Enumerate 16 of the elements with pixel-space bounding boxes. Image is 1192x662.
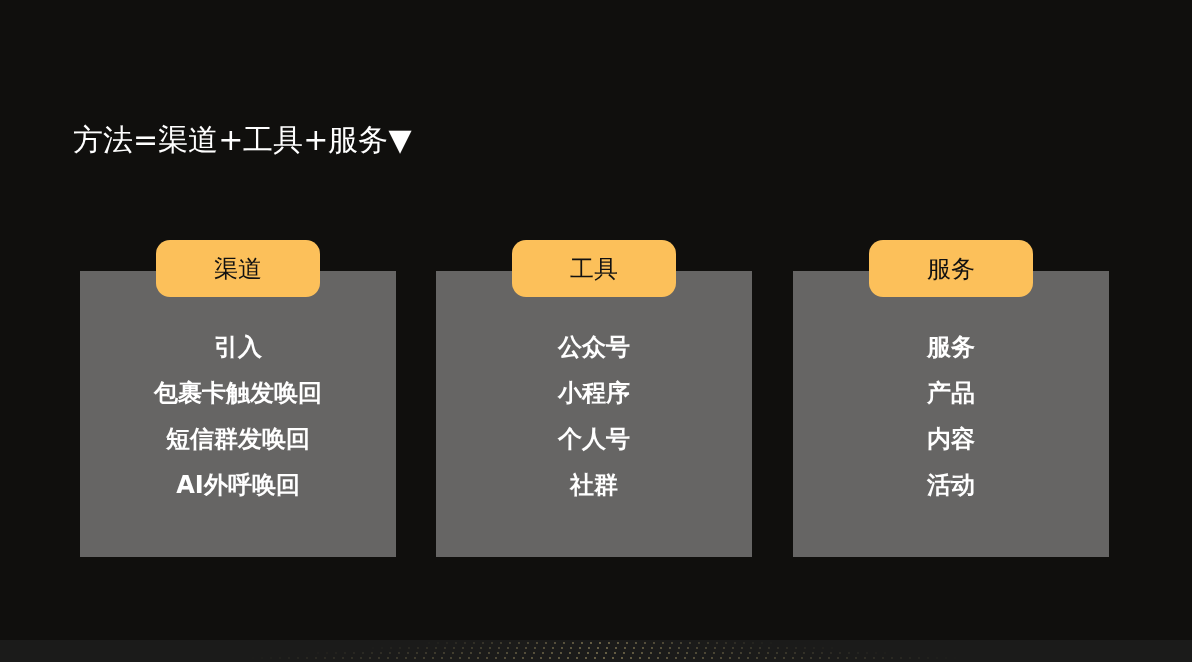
list-item-text: 包裹卡触发唤回 bbox=[154, 378, 322, 408]
list-item-text: AI外呼唤回 bbox=[176, 470, 300, 500]
list-item-text: 产品 bbox=[927, 378, 975, 408]
list-item-text: 内容 bbox=[927, 424, 975, 454]
list-item-text: 服务 bbox=[927, 332, 975, 362]
list-item-text: 活动 bbox=[927, 470, 975, 500]
list-item-text: 引入 bbox=[214, 332, 262, 362]
category-tab: 渠道 bbox=[156, 240, 320, 297]
list-item-text: 小程序 bbox=[558, 378, 630, 408]
category-tab: 服务 bbox=[869, 240, 1033, 297]
list-item-text: 个人号 bbox=[558, 424, 630, 454]
list-item-text: 短信群发唤回 bbox=[166, 424, 310, 454]
page-title: 方法=渠道+工具+服务▼ bbox=[73, 121, 412, 159]
category-tab: 工具 bbox=[512, 240, 676, 297]
list-item-text: 公众号 bbox=[558, 332, 630, 362]
list-item-text: 社群 bbox=[570, 470, 618, 500]
